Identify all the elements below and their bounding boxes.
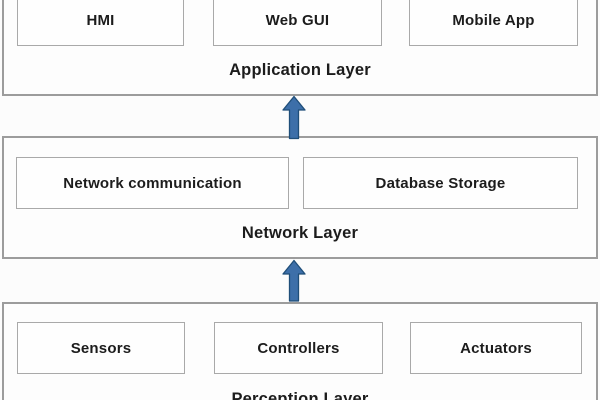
up-arrow-perception-to-network-icon [282,259,306,302]
application-layer-label: Application Layer [229,61,371,79]
network-layer-label: Network Layer [241,224,359,242]
component-web-gui: Web GUI [213,0,382,46]
component-sensors: Sensors [17,322,185,374]
perception-layer: Sensors Controllers Actuators Perception… [2,302,598,400]
component-hmi: HMI [17,0,184,46]
component-mobile-app: Mobile App [409,0,578,46]
perception-layer-label: Perception Layer [231,390,369,400]
up-arrow-network-to-application-icon [282,95,306,140]
network-layer: Network communication Database Storage N… [2,136,598,259]
component-controllers: Controllers [214,322,383,374]
component-database-storage: Database Storage [303,157,578,209]
application-layer: HMI Web GUI Mobile App Application Layer [2,0,598,96]
component-network-communication: Network communication [16,157,289,209]
component-actuators: Actuators [410,322,582,374]
